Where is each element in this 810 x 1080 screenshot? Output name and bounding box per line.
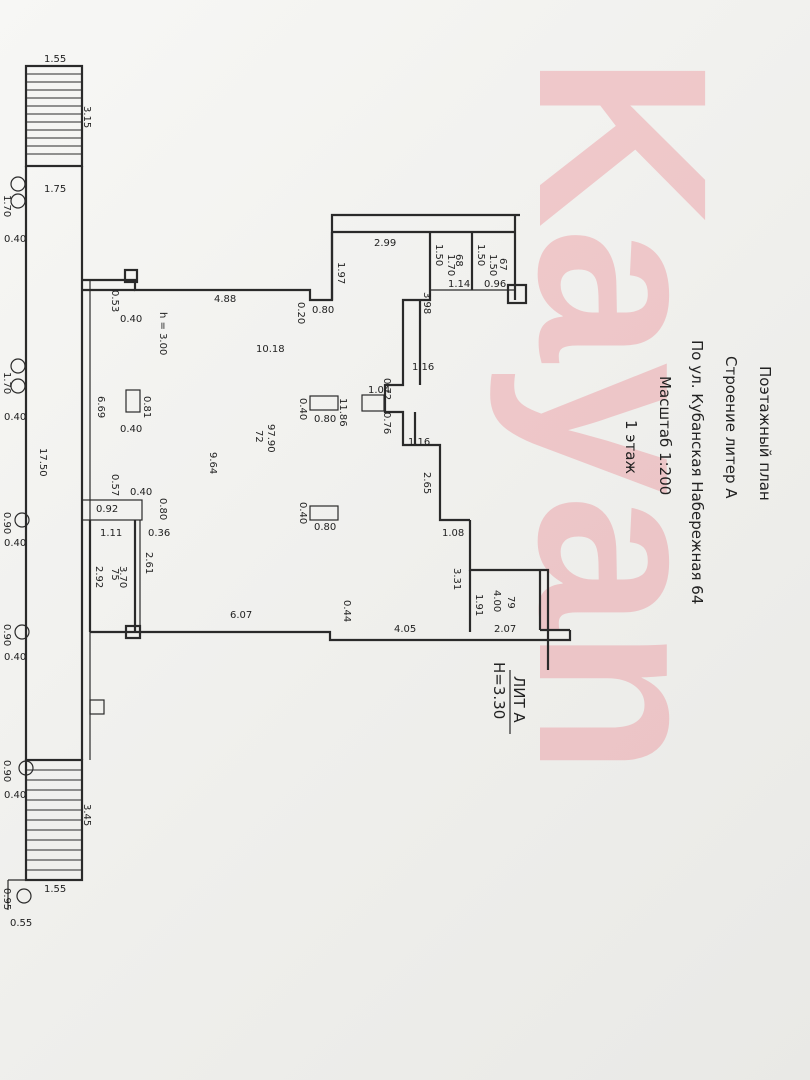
dim-label: 0.57 — [109, 474, 120, 496]
dim-label: 2.07 — [494, 624, 516, 635]
dim-label: 0.80 — [314, 522, 336, 533]
stair-bottom — [24, 758, 84, 882]
dim-label: 1.04 — [368, 385, 390, 396]
dim-label: 0.40 — [120, 424, 142, 435]
dim-label: 1.75 — [44, 184, 66, 195]
dim-label: 10.18 — [256, 344, 285, 355]
dim-label: 2.99 — [374, 238, 396, 249]
room-area: 1.70 — [445, 254, 456, 276]
dim-label: 1.16 — [412, 362, 434, 373]
dim-label: 1.70 — [1, 195, 12, 217]
liter-label: ЛИТ А Н=3.30 — [490, 662, 528, 734]
dim-label: 0.40 — [4, 652, 26, 663]
liter-name: ЛИТ А — [510, 676, 528, 723]
dim-label: 4.88 — [214, 294, 236, 305]
dim-label: 0.44 — [341, 600, 352, 622]
dim-label: 1.50 — [433, 244, 444, 266]
dim-label: 0.40 — [4, 412, 26, 423]
dim-label: 0.20 — [295, 302, 306, 324]
dim-label: 1.14 — [448, 279, 470, 290]
dim-label: 0.96 — [484, 279, 506, 290]
room-area: 3.70 — [117, 566, 128, 588]
room-area: 4.00 — [491, 590, 502, 612]
title-block: Поэтажный план Строение литер А По ул. К… — [622, 340, 774, 604]
dim-label: 0.36 — [148, 528, 170, 539]
plan-title: Поэтажный план — [756, 366, 774, 501]
address: По ул. Кубанская Набережная 64 — [688, 340, 706, 604]
dim-label: 1.50 — [475, 244, 486, 266]
dim-label: 0.92 — [96, 504, 118, 515]
dim-label: 1.16 — [408, 437, 430, 448]
dim-label: 0.80 — [314, 414, 336, 425]
dim-label: 0.81 — [141, 396, 152, 418]
liter-height: Н=3.30 — [490, 662, 508, 719]
dimension-labels: 1.55 3.15 1.75 1.70 0.40 1.70 0.40 17.50… — [1, 54, 516, 929]
dim-label: 0.53 — [109, 290, 120, 312]
dim-label: 4.05 — [394, 624, 416, 635]
dim-label: 3.15 — [81, 106, 92, 128]
watermark: Kayan — [489, 55, 757, 775]
room-number: 72 — [253, 430, 264, 443]
dim-label: 2.61 — [143, 552, 154, 574]
dim-label: 1.08 — [442, 528, 464, 539]
dim-label: 2.65 — [421, 472, 432, 494]
room-area: 1.50 — [487, 254, 498, 276]
dim-label: 0.90 — [1, 512, 12, 534]
main-room-walls — [81, 213, 572, 715]
room-number: 68 — [453, 254, 464, 267]
stair-top — [24, 64, 84, 168]
dim-label: 0.40 — [4, 538, 26, 549]
room-number: 79 — [505, 596, 516, 609]
dim-label: 1.70 — [1, 372, 12, 394]
dim-label: 1.55 — [44, 54, 66, 65]
dim-label: 0.55 — [10, 918, 32, 929]
scale: Масштаб 1:200 — [656, 376, 674, 495]
dim-label: 0.40 — [4, 234, 26, 245]
dim-label: 11.86 — [337, 398, 348, 427]
dim-label: 0.72 — [381, 378, 392, 400]
dim-label: 1.55 — [44, 884, 66, 895]
dim-label: 0.90 — [1, 624, 12, 646]
room-number: 67 — [497, 258, 508, 271]
dim-label: 0.76 — [381, 412, 392, 434]
dim-label: 2.92 — [93, 566, 104, 588]
dim-label: 0.80 — [157, 498, 168, 520]
dim-label: 3.98 — [421, 292, 432, 314]
dim-label: 0.40 — [120, 314, 142, 325]
dim-label: 17.50 — [37, 448, 48, 477]
dim-label: 0.40 — [297, 398, 308, 420]
dim-label: 3.31 — [451, 568, 462, 590]
dim-label: 3.45 — [81, 804, 92, 826]
dim-label: 6.07 — [230, 610, 252, 621]
dim-label: 0.80 — [312, 305, 334, 316]
columns — [10, 176, 34, 904]
dim-label: 0.40 — [297, 502, 308, 524]
dim-label: 9.64 — [207, 452, 218, 474]
dim-label: 0.90 — [1, 760, 12, 782]
dim-label: 0.95 — [1, 888, 12, 910]
room-number: 75 — [109, 568, 120, 581]
floor-label: 1 этаж — [622, 420, 640, 474]
room-area: 97.90 — [265, 424, 276, 453]
dim-label: 6.69 — [95, 396, 106, 418]
dim-label: 0.40 — [4, 790, 26, 801]
building-liter: Строение литер А — [722, 356, 740, 499]
dim-label: 1.97 — [335, 262, 346, 284]
dim-label: 1.11 — [100, 528, 122, 539]
dim-label: h = 3.00 — [157, 312, 168, 355]
dim-label: 0.40 — [130, 487, 152, 498]
dim-label: 1.91 — [473, 594, 484, 616]
